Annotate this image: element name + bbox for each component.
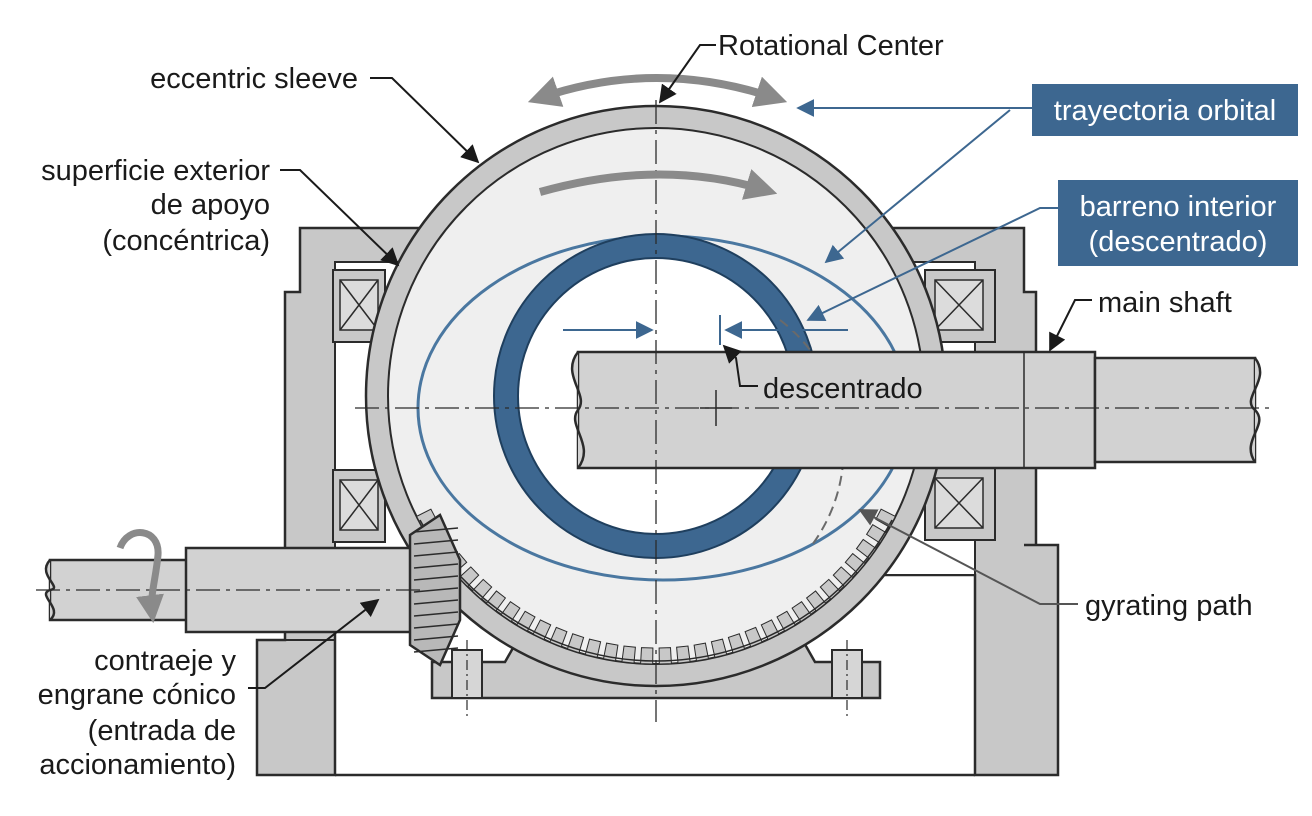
rotation-arrow-top bbox=[527, 74, 788, 108]
label-countershaft-line2: engrane cónico bbox=[38, 679, 236, 711]
rotation-arrow-countershaft bbox=[116, 529, 164, 624]
bevel-tooth bbox=[413, 575, 459, 581]
label-outer-surface-line1: superficie exterior bbox=[41, 155, 270, 187]
label-countershaft-line3: (entrada de bbox=[88, 715, 236, 747]
gear-tooth bbox=[760, 619, 780, 641]
bevel-tooth bbox=[413, 647, 459, 653]
gear-tooth bbox=[549, 626, 568, 648]
label-outer-surface-line2: de apoyo bbox=[151, 189, 270, 221]
bevel-gear bbox=[408, 513, 462, 667]
gear-tooth bbox=[744, 626, 763, 648]
label-eccentric-sleeve: eccentric sleeve bbox=[150, 63, 358, 95]
bearing-bottom-left bbox=[332, 469, 386, 543]
label-rotational-center: Rotational Center bbox=[718, 30, 944, 62]
bearing-bottom-right bbox=[924, 467, 996, 541]
gear-tooth bbox=[471, 578, 493, 600]
bevel-tooth bbox=[413, 587, 459, 593]
inner-bore-callout-box bbox=[1058, 180, 1298, 266]
label-inner-bore-line2: (descentrado) bbox=[1089, 226, 1268, 258]
gear-tooth bbox=[640, 647, 654, 665]
gear-tooth bbox=[819, 578, 841, 600]
label-inner-bore-line1: barreno interior bbox=[1080, 191, 1277, 223]
gear-tooth bbox=[658, 647, 672, 665]
label-countershaft-line4: accionamiento) bbox=[39, 749, 236, 781]
center-cross bbox=[700, 390, 732, 426]
gear-tooth bbox=[805, 590, 827, 612]
gear-tooth bbox=[844, 552, 866, 574]
gear-tooth bbox=[516, 610, 536, 632]
offset-bore-dashed bbox=[779, 319, 845, 546]
label-gyrating-path: gyrating path bbox=[1085, 590, 1253, 622]
gear-tooth bbox=[791, 601, 812, 623]
bevel-tooth bbox=[413, 563, 459, 569]
gear-tooth bbox=[485, 590, 507, 612]
gear-tooth bbox=[500, 601, 521, 623]
main-shaft bbox=[570, 350, 1262, 470]
eccentricity-dimension bbox=[563, 315, 848, 387]
bevel-tooth bbox=[413, 611, 459, 617]
bevel-tooth bbox=[413, 599, 459, 605]
bevel-tooth bbox=[413, 527, 459, 533]
gear-tooth bbox=[532, 619, 552, 641]
bevel-tooth bbox=[413, 539, 459, 545]
bevel-tooth bbox=[413, 623, 459, 629]
gear-tooth bbox=[458, 566, 480, 588]
center-lines bbox=[36, 100, 1270, 722]
label-eccentricity: descentrado bbox=[763, 373, 923, 405]
bevel-tooth bbox=[413, 551, 459, 557]
bevel-tooth bbox=[413, 635, 459, 641]
label-countershaft-line1: contraeje y bbox=[94, 645, 236, 677]
gear-tooth bbox=[776, 610, 796, 632]
label-orbital-path: trayectoria orbital bbox=[1054, 95, 1276, 127]
rotation-arrow-sleeve bbox=[538, 169, 778, 200]
label-outer-surface-line3: (concéntrica) bbox=[102, 225, 270, 257]
label-main-shaft: main shaft bbox=[1098, 287, 1232, 319]
leader-lines bbox=[248, 44, 1092, 689]
gear-tooth bbox=[832, 566, 854, 588]
orbital-path-callout-box bbox=[1032, 84, 1298, 136]
